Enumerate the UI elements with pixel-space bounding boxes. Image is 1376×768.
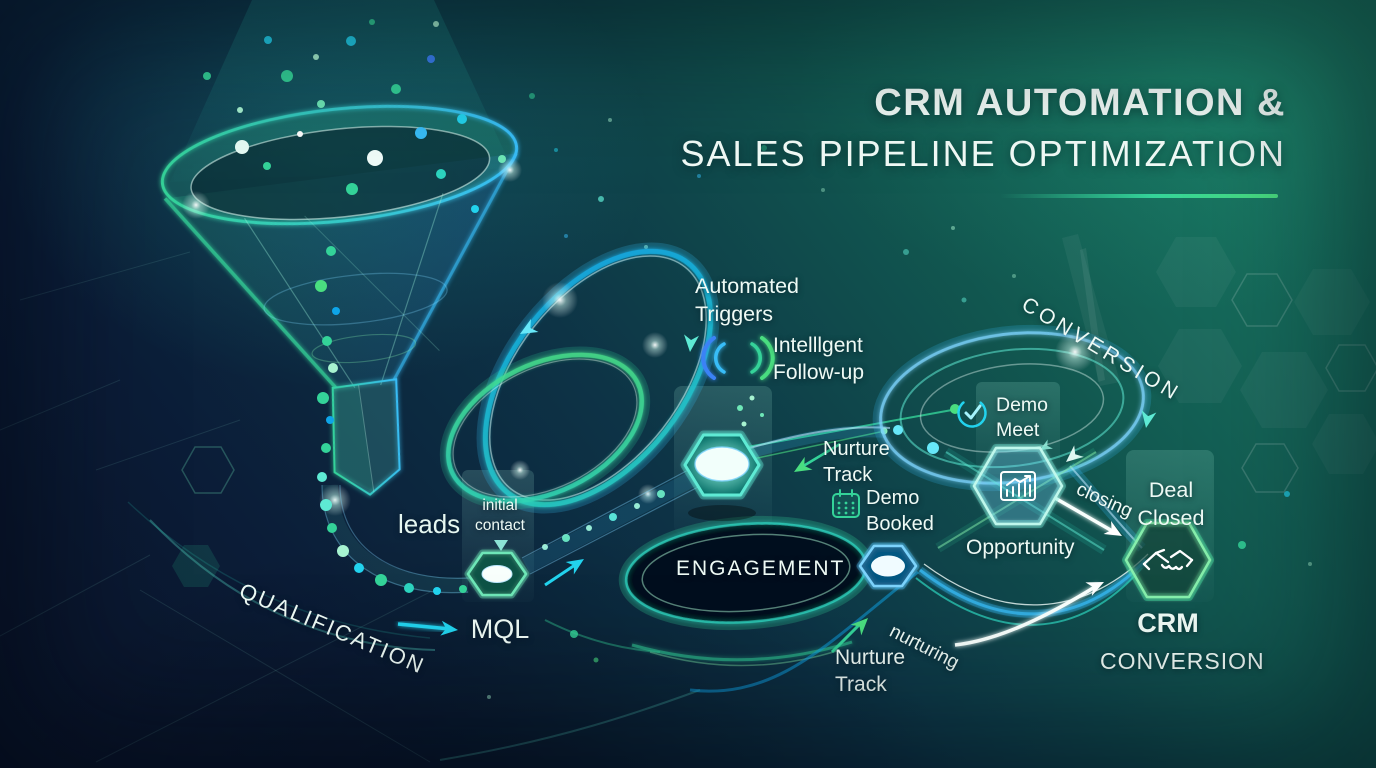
bar-chart-icon xyxy=(1000,471,1036,501)
label-intelligent-followup: Intelllgent Follow-up xyxy=(773,334,865,384)
page-title: CRM AUTOMATION & SALES PIPELINE OPTIMIZA… xyxy=(560,82,1286,175)
hexagon-pattern-decor xyxy=(172,237,1376,587)
central-hub-node-icon xyxy=(680,430,764,521)
signal-waves-icon xyxy=(701,336,775,380)
grid-lines-decor xyxy=(0,251,431,763)
lead-stream-dots xyxy=(317,392,665,595)
funnel-icon xyxy=(160,0,522,516)
node-radiating-lines xyxy=(737,395,960,479)
calendar-icon xyxy=(832,489,860,518)
title-line2: SALES PIPELINE OPTIMIZATION xyxy=(680,133,1286,174)
label-initial-contact: initial contact xyxy=(475,497,525,534)
conversion-loop xyxy=(872,324,1157,552)
automation-loop-ribbons xyxy=(439,242,720,514)
initial-contact-pointer-icon xyxy=(494,540,508,551)
title-line1: CRM AUTOMATION & xyxy=(874,82,1286,124)
label-demo-booked: Demo Booked xyxy=(866,487,934,535)
mql-node-icon xyxy=(464,549,530,599)
label-conversion-bottom: CONVERSION xyxy=(1100,648,1265,674)
label-mql: MQL xyxy=(470,614,530,644)
deal-closed-node xyxy=(1122,519,1214,601)
qualification-arrow xyxy=(397,620,459,638)
mql-to-node-path xyxy=(521,467,701,587)
label-demo-meet: Demo Meet xyxy=(996,394,1049,441)
check-circle-icon xyxy=(957,398,987,428)
label-nurture-track-upper: Nurture Track xyxy=(823,438,890,486)
label-crm: CRM xyxy=(1137,608,1199,638)
engagement-node-icon xyxy=(856,542,920,590)
label-leads: leads xyxy=(398,509,461,539)
handshake-icon xyxy=(1142,548,1194,571)
label-opportunity: Opportunity xyxy=(966,536,1075,559)
label-deal-closed: Deal Closed xyxy=(1137,478,1205,530)
closing-arrows xyxy=(954,496,1126,647)
label-engagement: ENGAGEMENT xyxy=(676,557,846,580)
label-nurture-track-lower: Nurture Track xyxy=(835,646,906,696)
particles-decor xyxy=(203,19,1312,699)
nurturing-ribbon xyxy=(439,553,1149,761)
label-automated-triggers: Automated Triggers xyxy=(695,274,799,326)
title-underline xyxy=(1000,194,1278,198)
opportunity-node xyxy=(970,444,1066,528)
